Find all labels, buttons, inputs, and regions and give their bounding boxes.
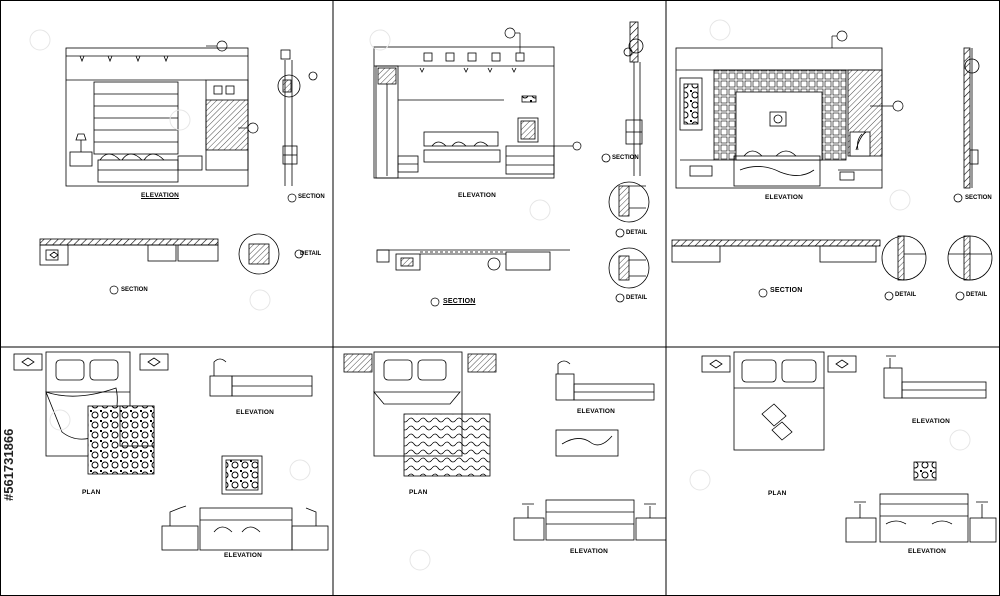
panel-1-section-side-label: SECTION [298,194,325,200]
panel-2-section-side [601,21,644,176]
elevation-side-3-label: ELEVATION [912,418,951,425]
plan-2 [343,351,497,477]
artwork-2 [555,429,619,457]
panel-2-callouts [430,27,582,307]
panel-1-detail [238,233,304,275]
artwork-3 [913,461,937,481]
plan-1 [13,351,169,475]
elevation-side-2-label: ELEVATION [577,408,616,415]
panel-3-section-plan [671,239,881,263]
panel-3-section-plan-label: SECTION [770,287,803,294]
elevation-front-3-label: ELEVATION [908,548,947,555]
panel-3-elevation-label: ELEVATION [765,194,804,201]
panel-1-section-plan-label: SECTION [121,287,148,293]
panel-1-elevation [65,47,249,187]
panel-1-section-side [277,49,318,186]
panel-3-callouts [758,30,904,298]
panel-3-section-side [953,47,980,203]
panel-2-elevation-label: ELEVATION [458,192,497,199]
artwork-1 [221,455,263,495]
panel-3-section-side-label: SECTION [965,195,992,201]
panel-1-callouts [109,40,297,295]
panel-3-detail-b-label: DETAIL [966,292,988,298]
elevation-side-2 [555,360,655,401]
panel-2-section-plan-label: SECTION [443,298,476,305]
stock-id-label: #561731866 [1,428,16,502]
panel-2-section-plan [376,249,570,271]
elevation-front-1-label: ELEVATION [224,552,263,559]
panel-1-detail-label: DETAIL [300,251,322,257]
elevation-front-1 [161,505,329,551]
panel-1-section-plan [39,238,219,266]
panel-1-elevation-label: ELEVATION [141,192,180,199]
elevation-side-1 [209,358,313,397]
plan-3-label: PLAN [768,490,787,497]
panel-2-detail-b-label: DETAIL [626,295,648,301]
elevation-front-3 [845,493,997,543]
elevation-side-3 [883,355,987,399]
panel-3-elevation [675,47,883,189]
panel-2-detail-a-label: DETAIL [626,230,648,236]
panel-3-detail-a-label: DETAIL [895,292,917,298]
panel-2-elevation [373,46,555,179]
elevation-front-2 [513,499,667,541]
panel-2-details [608,181,650,303]
panel-3-details [881,235,993,301]
panel-2-section-side-label: SECTION [612,155,639,161]
plan-1-label: PLAN [82,489,101,496]
plan-2-label: PLAN [409,489,428,496]
elevation-side-1-label: ELEVATION [236,409,275,416]
plan-3 [701,351,857,451]
elevation-front-2-label: ELEVATION [570,548,609,555]
